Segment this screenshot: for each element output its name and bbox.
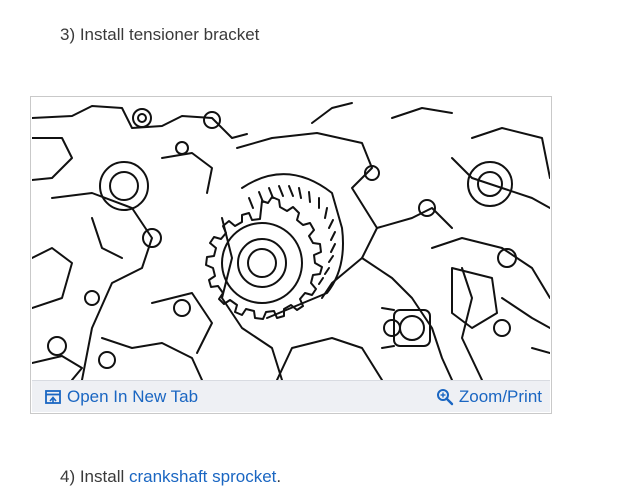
figure-card: Open In New Tab Zoom/Print: [30, 96, 552, 414]
figure-toolbar: Open In New Tab Zoom/Print: [32, 380, 550, 412]
crankshaft-sprocket-link[interactable]: crankshaft sprocket: [128, 467, 277, 486]
open-in-new-tab-button[interactable]: Open In New Tab: [44, 386, 198, 408]
zoom-magnifier-icon: [436, 388, 454, 406]
engine-diagram-image[interactable]: [32, 98, 550, 380]
step-4-prefix: 4) Install: [60, 467, 129, 486]
step-4-suffix: .: [276, 467, 282, 486]
step-4-text: 4) Install crankshaft sprocket.: [60, 467, 281, 487]
step-3-text: 3) Install tensioner bracket: [60, 25, 260, 44]
zoom-print-button[interactable]: Zoom/Print: [436, 386, 542, 408]
engine-diagram-drawing: [32, 102, 550, 380]
open-new-tab-icon: [44, 388, 62, 406]
open-in-new-tab-label: Open In New Tab: [67, 387, 199, 406]
zoom-print-label: Zoom/Print: [458, 387, 542, 406]
